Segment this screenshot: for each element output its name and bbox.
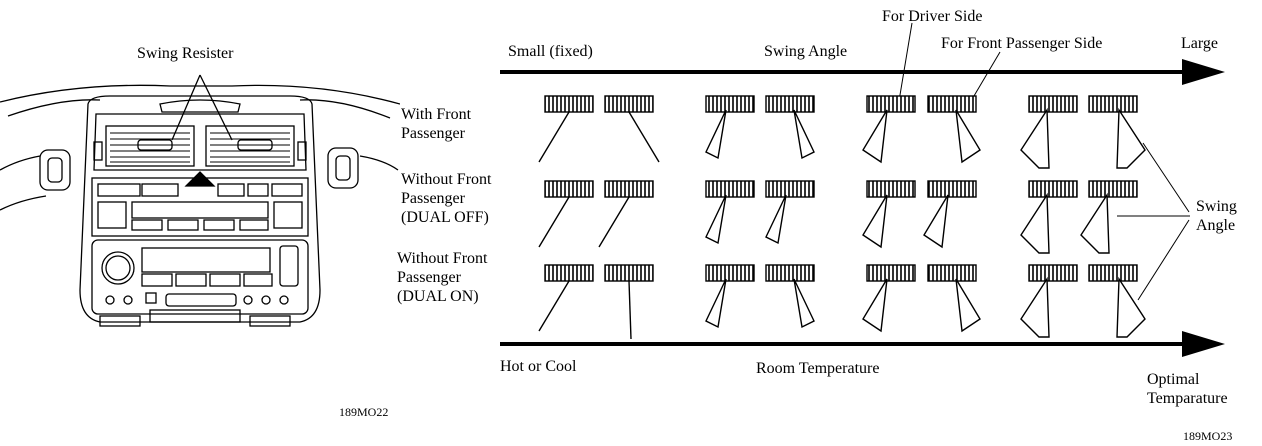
vent-grill [1028,264,1078,282]
vent-grill [866,180,916,198]
airflow-line [538,280,570,332]
airflow-wedge [1020,276,1050,338]
vent-unit [765,180,815,245]
figure-code-right: 189MO23 [1183,429,1233,443]
airflow-wedge [1116,107,1146,169]
hot-or-cool-label: Hot or Cool [500,358,577,375]
swing-angle-callout: Swing Angle [1196,198,1237,234]
vent-unit [705,95,755,160]
vent-grill [1088,95,1138,113]
vent-unit [862,95,916,164]
vent-unit [1020,180,1078,254]
figure-code-left: 189MO22 [339,405,389,419]
airflow-wedge [862,278,888,333]
airflow-line [628,280,632,340]
row-label-dual-off: Without Front Passenger (DUAL OFF) [401,171,492,226]
passenger-side-callout: For Front Passenger Side [941,35,1103,52]
vent-grill [544,180,594,198]
vent-grill [544,264,594,282]
large-label: Large [1181,35,1219,52]
vent-unit [604,264,654,340]
vent-grill [765,264,815,282]
vent-grill [927,95,977,113]
vent-grill [705,264,755,282]
vent-grill [1028,180,1078,198]
vent-unit [862,264,916,333]
dashboard-illustration [0,74,400,327]
optimal-temperature-label: Optimal Temparature [1147,371,1228,407]
vent-grill [927,264,977,282]
swing-angle-arrow [500,59,1225,85]
vent-unit [705,264,755,329]
airflow-wedge [793,278,815,329]
airflow-line [538,196,570,248]
vent-unit [705,180,755,245]
airflow-wedge [1020,192,1050,254]
vent-unit [927,264,981,333]
airflow-line [628,111,660,163]
airflow-wedge [705,194,727,245]
row-label-with-passenger: With Front Passenger [401,106,472,142]
vent-grill [866,264,916,282]
row-label-dual-on: Without Front Passenger (DUAL ON) [397,250,488,305]
callout-line [898,22,913,102]
vent-unit [1088,264,1146,338]
vent-unit [538,95,594,163]
vent-grill [927,180,977,198]
vent-grill [1088,264,1138,282]
vent-grill [544,95,594,113]
vent-grill [604,95,654,113]
vent-grill [705,95,755,113]
vent-grill [866,95,916,113]
callout-line [970,51,1001,102]
callout-line [1142,142,1190,213]
airflow-wedge [1116,276,1146,338]
airflow-wedge [862,194,888,249]
airflow-wedge [705,109,727,160]
swing-angle-axis-label: Swing Angle [764,43,848,60]
vent-unit [765,95,815,160]
airflow-wedge [765,194,787,245]
vent-unit [538,180,594,248]
airflow-line [598,196,630,248]
vent-unit [604,95,660,163]
vent-unit [927,95,981,164]
vent-unit [1088,95,1146,169]
swing-resister-label: Swing Resister [137,45,234,62]
vent-grill [604,180,654,198]
vent-grill [1088,180,1138,198]
vent-unit [1020,264,1078,338]
airflow-wedge [862,109,888,164]
vent-unit [598,180,654,248]
vent-unit [538,264,594,332]
vent-grill [765,95,815,113]
vent-grill [1028,95,1078,113]
vent-grill [765,180,815,198]
vent-grill [604,264,654,282]
small-fixed-label: Small (fixed) [508,43,593,60]
vent-unit [1020,95,1078,169]
airflow-wedge [705,278,727,329]
vent-grill [705,180,755,198]
airflow-wedge [955,278,981,333]
airflow-wedge [1020,107,1050,169]
airflow-wedge [793,109,815,160]
driver-side-callout: For Driver Side [882,8,983,25]
airflow-wedge [1080,192,1110,254]
vent-unit [1080,180,1138,254]
airflow-wedge [955,109,981,164]
callout-line [1137,219,1190,301]
airflow-wedge [923,194,949,249]
airflow-line [538,111,570,163]
temperature-arrow [500,331,1225,357]
vent-unit [765,264,815,329]
vent-unit [923,180,977,249]
room-temperature-label: Room Temperature [756,360,880,377]
vent-unit [862,180,916,249]
